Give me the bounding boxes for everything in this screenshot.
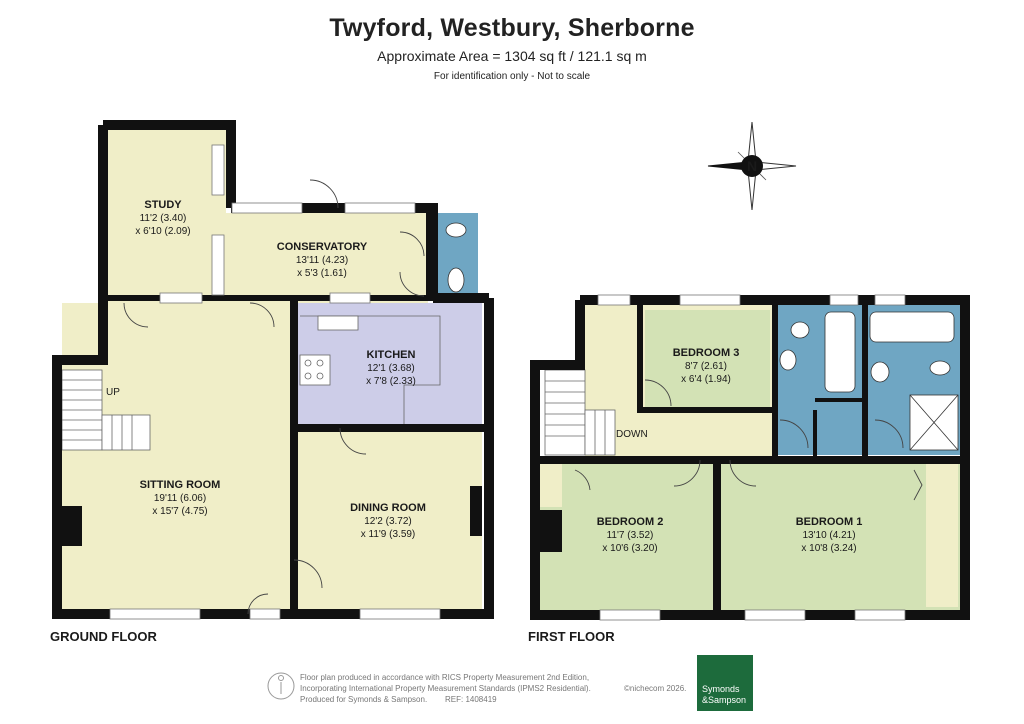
room-dim-1: 8'7 (2.61) xyxy=(685,361,727,372)
dining-room-fill xyxy=(294,428,482,609)
disclaimer-note: For identification only - Not to scale xyxy=(433,71,591,82)
room-name: BEDROOM 2 xyxy=(597,516,664,528)
room-dim-1: 19'11 (6.06) xyxy=(154,493,206,504)
footer-copyright: ©nichecom 2026. xyxy=(624,684,687,693)
room-name: KITCHEN xyxy=(367,349,416,361)
logo-line-2: &Sampson xyxy=(702,695,747,705)
room-name: SITTING ROOM xyxy=(140,479,221,491)
compass-rose: N xyxy=(707,121,797,211)
footer-line-3: Produced for Symonds & Sampson. xyxy=(300,695,428,704)
ground-windows xyxy=(109,144,441,620)
ground-doors xyxy=(123,179,425,615)
study-fill xyxy=(108,130,226,303)
room-name: DINING ROOM xyxy=(350,502,426,514)
compass-north-letter: N xyxy=(747,158,757,174)
room-label-study: STUDY 11'2 (3.40) x 6'10 (2.09) xyxy=(135,199,190,237)
conservatory-fill xyxy=(226,213,428,303)
down-label: DOWN xyxy=(616,429,648,440)
room-dim-1: 11'7 (3.52) xyxy=(607,530,654,541)
up-label: UP xyxy=(106,387,120,398)
first-doors xyxy=(574,379,923,501)
footer-line-2: Incorporating International Property Mea… xyxy=(300,684,591,693)
room-name: BEDROOM 3 xyxy=(673,347,740,359)
wc-fittings xyxy=(445,222,467,293)
room-dim-1: 12'1 (3.68) xyxy=(367,363,415,374)
agent-logo: Symonds &Sampson xyxy=(697,655,753,711)
room-dim-2: x 11'9 (3.59) xyxy=(361,529,416,540)
room-dim-2: x 15'7 (4.75) xyxy=(152,506,207,517)
kitchen-units xyxy=(299,315,441,424)
footer-line-1: Floor plan produced in accordance with R… xyxy=(300,673,590,682)
first-floor-walls xyxy=(530,295,970,620)
room-dim-2: x 10'8 (3.24) xyxy=(801,543,856,554)
room-label-dining-room: DINING ROOM 12'2 (3.72) x 11'9 (3.59) xyxy=(350,502,426,540)
room-dim-1: 13'10 (4.21) xyxy=(802,530,855,541)
room-name: BEDROOM 1 xyxy=(796,516,863,528)
logo-line-1: Symonds xyxy=(702,684,740,694)
ground-floor: UP xyxy=(50,120,494,644)
room-dim-1: 13'11 (4.23) xyxy=(296,255,348,266)
wardrobe-2 xyxy=(540,462,562,507)
area-summary: Approximate Area = 1304 sq ft / 121.1 sq… xyxy=(377,48,647,64)
wardrobe-1 xyxy=(926,462,958,607)
room-name: CONSERVATORY xyxy=(277,241,368,253)
plan-title: Twyford, Westbury, Sherborne xyxy=(329,14,695,42)
room-label-sitting-room: SITTING ROOM 19'11 (6.06) x 15'7 (4.75) xyxy=(140,479,221,517)
first-floor: DOWN xyxy=(528,294,970,644)
room-label-bedroom-3: BEDROOM 3 8'7 (2.61) x 6'4 (1.94) xyxy=(673,347,740,385)
ground-floor-label: GROUND FLOOR xyxy=(50,629,157,644)
room-dim-2: x 6'4 (1.94) xyxy=(681,374,731,385)
room-dim-2: x 10'6 (3.20) xyxy=(602,543,657,554)
first-floor-label: FIRST FLOOR xyxy=(528,629,615,644)
first-windows xyxy=(597,294,906,621)
room-label-bedroom-2: BEDROOM 2 11'7 (3.52) x 10'6 (3.20) xyxy=(597,516,664,554)
room-dim-2: x 5'3 (1.61) xyxy=(297,268,347,279)
bedroom-3-fill xyxy=(645,310,770,410)
sitting-room-fireplace xyxy=(62,506,82,546)
measurement-standard-icon xyxy=(267,672,295,700)
room-name: STUDY xyxy=(144,199,182,211)
room-label-kitchen: KITCHEN 12'1 (3.68) x 7'8 (2.33) xyxy=(366,349,416,387)
bedroom-2-chimney xyxy=(540,510,562,552)
first-stairs xyxy=(544,369,616,456)
bedroom-2-fill xyxy=(540,460,715,610)
room-label-bedroom-1: BEDROOM 1 13'10 (4.21) x 10'8 (3.24) xyxy=(796,516,863,554)
room-dim-2: x 6'10 (2.09) xyxy=(135,226,190,237)
room-dim-2: x 7'8 (2.33) xyxy=(366,376,416,387)
sitting-room-fill xyxy=(62,303,294,609)
room-label-conservatory: CONSERVATORY 13'11 (4.23) x 5'3 (1.61) xyxy=(277,241,368,279)
dining-room-fireplace xyxy=(470,486,482,536)
ground-stairs xyxy=(61,369,151,451)
bedroom-1-fill xyxy=(720,460,960,610)
room-dim-1: 11'2 (3.40) xyxy=(140,213,187,224)
footer-ref: REF: 1408419 xyxy=(445,695,497,704)
room-dim-1: 12'2 (3.72) xyxy=(364,516,412,527)
bathroom-fittings xyxy=(779,311,959,451)
